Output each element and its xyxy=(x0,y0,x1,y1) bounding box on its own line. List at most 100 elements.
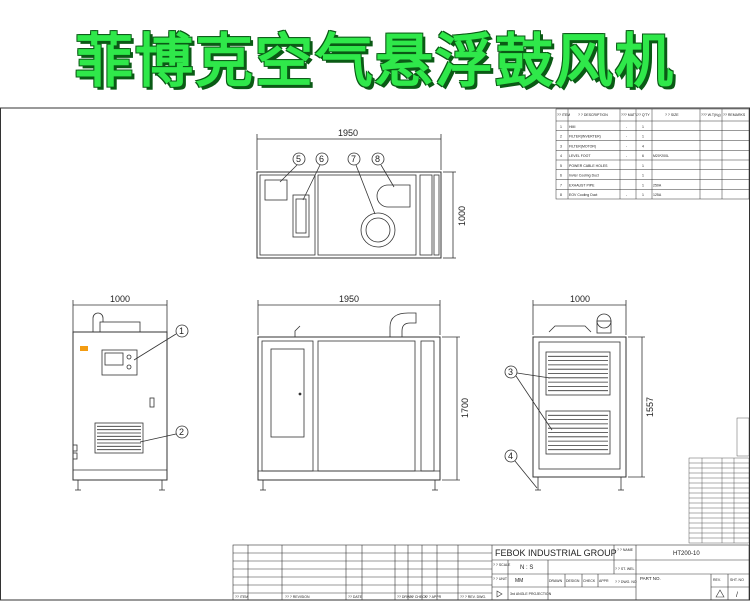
svg-text:? ? NAME: ? ? NAME xyxy=(617,548,634,552)
revision-header: ?? CHECK xyxy=(410,595,428,599)
svg-text:1: 1 xyxy=(179,326,184,336)
parts-cell-no: 3 xyxy=(560,144,562,148)
exhaust-pipe xyxy=(389,312,417,337)
parts-cell-desc: HMI xyxy=(569,125,575,129)
motor-filter-upper xyxy=(545,351,611,396)
dim-front-width: 1000 xyxy=(110,294,130,304)
dim-right-height: 1557 xyxy=(645,397,655,417)
svg-text:4: 4 xyxy=(508,451,513,461)
svg-text:??? MAT'L: ??? MAT'L xyxy=(621,113,638,117)
parts-cell-mat: - xyxy=(626,125,628,129)
parts-cell-qty: 6 xyxy=(642,154,644,158)
title-banner: 菲博克空气悬浮鼓风机 xyxy=(0,0,750,100)
revision-header: ?? ? REV. DWG. xyxy=(460,595,486,599)
svg-text:3rd ANGLE PROJECTION: 3rd ANGLE PROJECTION xyxy=(510,592,552,596)
svg-text:?? Q'TY: ?? Q'TY xyxy=(637,113,650,117)
parts-cell-no: 6 xyxy=(560,174,562,178)
right-view: 1000 1557 3 4 xyxy=(504,294,655,491)
parts-cell-qty: 1 xyxy=(642,183,644,187)
balloon-4 xyxy=(504,449,518,463)
dim-side-height: 1700 xyxy=(460,398,470,418)
svg-text:? ? DWG. NO: ? ? DWG. NO xyxy=(615,580,637,584)
parts-cell-no: 1 xyxy=(560,125,562,129)
exhaust-pipe-flange xyxy=(360,212,396,248)
dim-top-depth: 1000 xyxy=(457,206,467,226)
parts-cell-desc: LEVEL FOOT xyxy=(569,154,591,158)
parts-cell-qty: 1 xyxy=(642,125,644,129)
svg-text:? ? SIZE: ? ? SIZE xyxy=(665,113,679,117)
svg-text:DESIGN: DESIGN xyxy=(566,579,580,583)
parts-cell-mat: - xyxy=(626,144,628,148)
svg-text:? ? ST. WEL: ? ? ST. WEL xyxy=(615,567,635,571)
svg-text:SHT. NO: SHT. NO xyxy=(730,578,744,582)
svg-text:DRAWN: DRAWN xyxy=(549,579,563,583)
dim-side-width: 1950 xyxy=(339,294,359,304)
revision-header: ?? ? REVISION xyxy=(285,595,310,599)
parts-cell-qty: 1 xyxy=(642,135,644,139)
balloon-8 xyxy=(371,152,385,166)
company-name: FEBOK INDUSTRIAL GROUP xyxy=(495,548,617,558)
revision-header: ?? DATE xyxy=(348,595,363,599)
svg-text:/: / xyxy=(736,592,738,599)
hmi-panel xyxy=(101,349,138,376)
motor-filter-lower xyxy=(545,410,611,455)
balloon-6 xyxy=(315,152,329,166)
balloon-5 xyxy=(292,152,306,166)
parts-cell-desc: EOV Cooling Duct xyxy=(569,193,597,197)
revision-triangle-icon xyxy=(715,589,725,598)
parts-cell-desc: Invter Cooling Duct xyxy=(569,174,599,178)
svg-text:? ? DESCRIPTION: ? ? DESCRIPTION xyxy=(578,113,608,117)
svg-text:8: 8 xyxy=(375,154,380,164)
unit-value: MM xyxy=(515,578,523,584)
parts-cell-desc: FILTER(MOTOR) xyxy=(569,144,596,148)
side-view: 1950 1700 xyxy=(257,294,470,491)
parts-cell-size: M20*200L xyxy=(653,154,669,158)
inverter-filter xyxy=(94,422,144,454)
revision-header: ?? ITEM xyxy=(235,595,248,599)
side-door xyxy=(270,348,305,438)
parts-cell-desc: EXHAUST PIPE xyxy=(569,183,595,187)
parts-cell-size: 250A xyxy=(653,183,662,187)
parts-cell-mat: - xyxy=(626,135,628,139)
parts-table: ?? ITEM ? ? DESCRIPTION ??? MAT'L ?? Q'T… xyxy=(555,108,750,200)
parts-cell-no: 2 xyxy=(560,135,562,139)
parts-cell-qty: 1 xyxy=(642,164,644,168)
svg-text:? ? SCALE: ? ? SCALE xyxy=(493,563,511,567)
svg-text:CHECK: CHECK xyxy=(583,579,596,583)
side-view-outline xyxy=(257,336,441,481)
balloon-7 xyxy=(347,152,361,166)
svg-text:? ? UNIT: ? ? UNIT xyxy=(493,577,508,581)
svg-text:APPR: APPR xyxy=(599,579,609,583)
svg-text:??? W.T(Kg): ??? W.T(Kg) xyxy=(701,113,721,117)
parts-cell-desc: POWER CABLE HOLES xyxy=(569,164,608,168)
drawing-name: HT200-10 xyxy=(673,551,700,557)
parts-cell-size: 125A xyxy=(653,193,662,197)
dim-top-width: 1950 xyxy=(338,128,358,138)
svg-text:3: 3 xyxy=(508,367,513,377)
svg-text:REV.: REV. xyxy=(713,578,721,582)
parts-cell-no: 4 xyxy=(560,154,562,158)
top-view-outline xyxy=(256,171,442,259)
inverter-cooling-duct xyxy=(292,194,310,238)
balloon-3 xyxy=(504,365,518,379)
svg-text:7: 7 xyxy=(351,154,356,164)
parts-cell-qty: 1 xyxy=(642,174,644,178)
svg-text:2: 2 xyxy=(179,427,184,437)
parts-cell-mat: - xyxy=(626,154,628,158)
parts-cell-no: 5 xyxy=(560,164,562,168)
top-view: 1950 1000 5 6 7 8 xyxy=(256,128,467,259)
parts-cell-qty: 1 xyxy=(642,193,644,197)
balloon-1 xyxy=(175,324,189,338)
balloon-2 xyxy=(175,425,189,439)
revision-header: ?? ? APPR xyxy=(424,595,442,599)
parts-cell-qty: 4 xyxy=(642,144,644,148)
banner-title: 菲博克空气悬浮鼓风机 xyxy=(74,27,675,95)
right-view-outline xyxy=(532,336,627,478)
svg-text:5: 5 xyxy=(296,154,301,164)
scale-value: N : S xyxy=(520,565,533,571)
front-view: 1000 1 2 xyxy=(72,294,189,491)
parts-cell-no: 8 xyxy=(560,193,562,197)
reference-table xyxy=(688,417,750,544)
